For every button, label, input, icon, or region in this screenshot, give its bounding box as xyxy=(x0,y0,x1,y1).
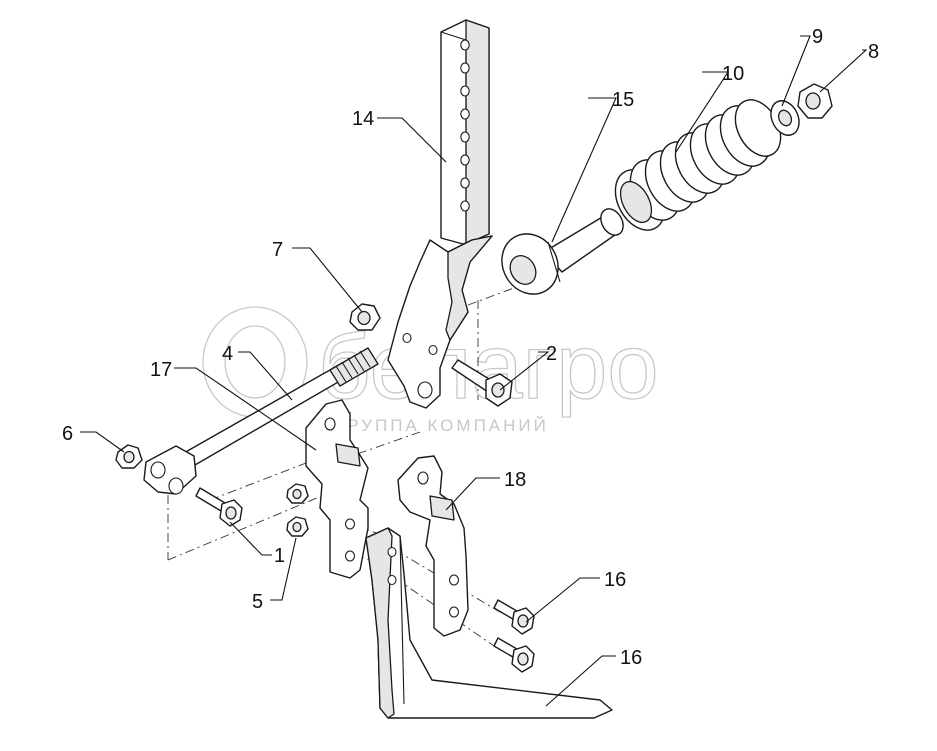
callout-7: 7 xyxy=(272,239,283,261)
leader-lines xyxy=(80,35,868,707)
left-bracket xyxy=(305,399,369,579)
part-7-nut xyxy=(349,303,381,331)
part-18-right-bracket xyxy=(397,455,469,637)
part-10-spring xyxy=(614,99,782,231)
watermark-tagline: ГРУППА КОМПАНИЙ xyxy=(335,416,549,435)
part-17-clevis xyxy=(143,445,197,495)
part-15-bolts xyxy=(493,599,535,673)
callout-18: 18 xyxy=(504,469,526,491)
watermark-brand: белагро xyxy=(318,316,659,418)
callout-13: 14 xyxy=(352,108,374,130)
part-14-spring-rod xyxy=(501,208,624,295)
callout-2: 2 xyxy=(546,343,557,365)
part-1-bolt xyxy=(195,487,243,527)
callout-8: 8 xyxy=(868,41,879,63)
part-8-nut xyxy=(797,83,833,119)
callout-16: 16 xyxy=(620,647,642,669)
callout-10: 10 xyxy=(722,63,744,85)
callout-4: 4 xyxy=(222,343,233,365)
callout-15: 16 xyxy=(604,569,626,591)
part-9-washer xyxy=(770,100,800,136)
watermark: белагро ГРУППА КОМПАНИЙ xyxy=(202,306,659,435)
part-13-adjustment-bar xyxy=(387,19,493,409)
callout-labels: 14 15 10 9 8 7 2 4 17 6 1 5 18 16 16 xyxy=(62,26,879,669)
callout-9: 9 xyxy=(812,26,823,48)
callout-5: 5 xyxy=(252,591,263,613)
part-2-bolt xyxy=(451,359,513,407)
callout-17: 17 xyxy=(150,359,172,381)
part-16-tine xyxy=(365,527,613,719)
part-4-threaded-rod xyxy=(167,347,379,477)
bar-holes xyxy=(460,39,470,212)
callout-6: 6 xyxy=(62,423,73,445)
watermark-logo-inner xyxy=(224,325,286,399)
callout-1: 1 xyxy=(274,545,285,567)
callout-14: 15 xyxy=(612,89,634,111)
part-5-nuts xyxy=(286,483,309,537)
